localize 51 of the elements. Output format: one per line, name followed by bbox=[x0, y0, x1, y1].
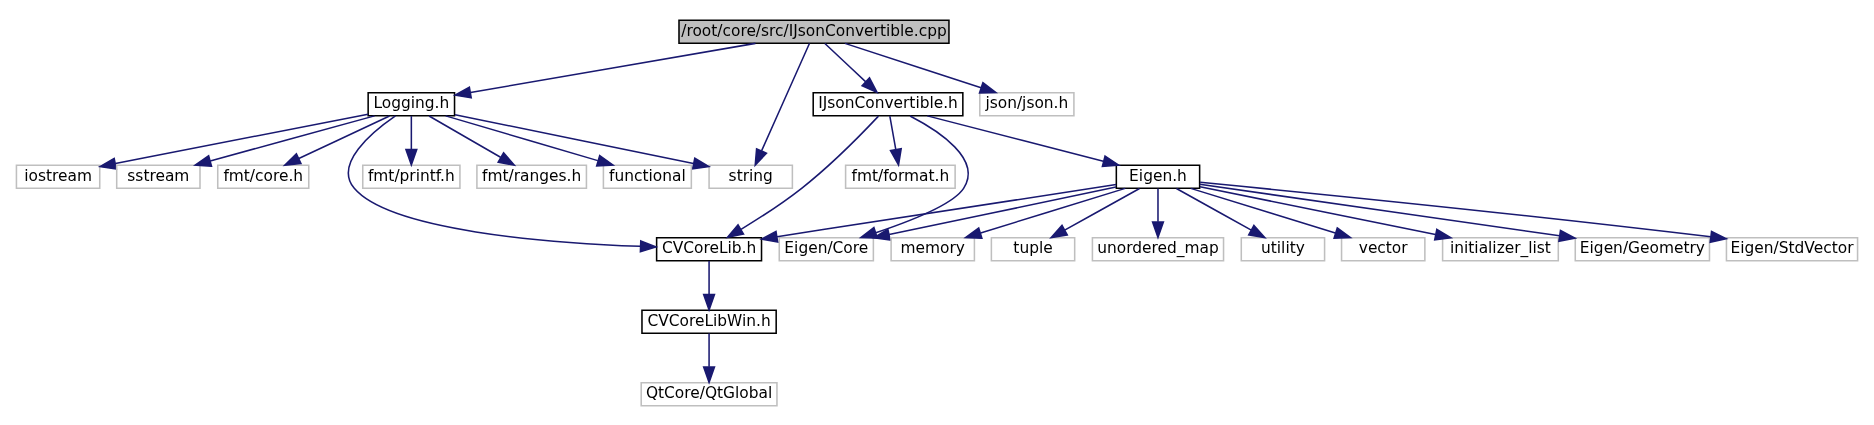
arrow bbox=[1189, 187, 1353, 239]
arrow bbox=[1199, 181, 1729, 243]
arrow bbox=[824, 42, 879, 94]
arrow bbox=[1199, 185, 1454, 241]
node-box: utility bbox=[1240, 236, 1326, 262]
node-box: fmt/format.h bbox=[844, 163, 956, 189]
node-box: fmt/core.h bbox=[217, 163, 310, 189]
node-box: tuple bbox=[990, 236, 1076, 262]
arrow bbox=[454, 113, 712, 170]
arrow bbox=[97, 112, 369, 170]
node-box: CVCoreLib.h bbox=[655, 236, 763, 262]
node-box: fmt/ranges.h bbox=[476, 163, 588, 189]
node-box: Eigen/StdVector bbox=[1725, 236, 1859, 262]
arrow bbox=[444, 114, 616, 167]
node-box: memory bbox=[890, 236, 976, 262]
arrow bbox=[702, 259, 716, 312]
arrow bbox=[926, 114, 1121, 167]
node-box: Eigen/Core bbox=[778, 236, 875, 262]
arrow bbox=[192, 114, 376, 167]
arrow bbox=[452, 42, 757, 99]
node-box: fmt/printf.h bbox=[362, 163, 461, 189]
node-box: vector bbox=[1340, 236, 1426, 262]
arrow bbox=[754, 42, 811, 167]
node-box: unordered_map bbox=[1091, 236, 1225, 262]
arrow bbox=[1151, 187, 1165, 240]
arrow bbox=[702, 332, 716, 385]
node-box: /root/core/src/IJsonConvertible.cpp bbox=[678, 18, 950, 44]
node-box: json/json.h bbox=[979, 91, 1075, 117]
arrow bbox=[1175, 187, 1267, 239]
arrow bbox=[759, 183, 1117, 243]
node-box: CVCoreLibWin.h bbox=[641, 308, 777, 334]
node-box: Eigen/Geometry bbox=[1574, 236, 1711, 262]
arrow bbox=[1049, 187, 1141, 239]
arrow bbox=[844, 42, 999, 94]
arrow bbox=[871, 185, 1117, 241]
node-box: Eigen.h bbox=[1115, 163, 1201, 189]
arrow bbox=[404, 114, 418, 167]
node-box: iostream bbox=[15, 163, 101, 189]
node-box: initializer_list bbox=[1441, 236, 1560, 262]
node-box: sstream bbox=[115, 163, 201, 189]
arrow bbox=[428, 114, 517, 166]
node-box: functional bbox=[602, 163, 693, 189]
node-box: QtCore/QtGlobal bbox=[640, 381, 778, 407]
arrow bbox=[282, 114, 391, 166]
node-box: IJsonConvertible.h bbox=[812, 91, 964, 117]
arrow bbox=[347, 114, 659, 253]
node-box: Logging.h bbox=[367, 91, 456, 117]
arrow bbox=[1198, 183, 1578, 242]
arrow bbox=[963, 187, 1126, 239]
node-box: string bbox=[708, 163, 794, 189]
arrow bbox=[889, 114, 903, 167]
